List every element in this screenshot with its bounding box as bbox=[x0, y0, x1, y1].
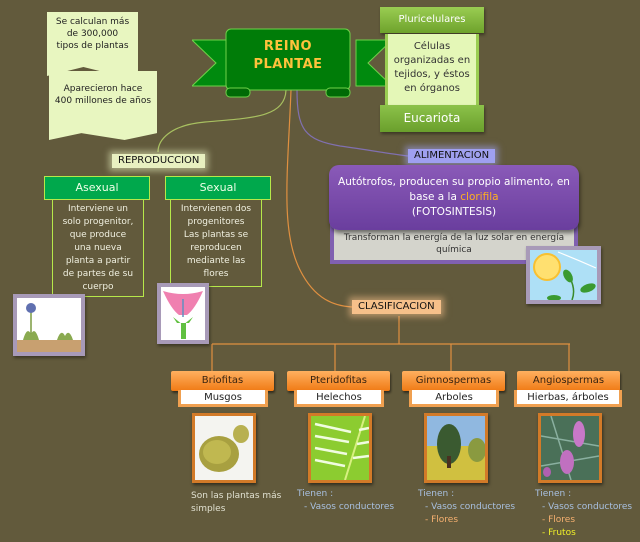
plants-sprouting-image bbox=[13, 294, 85, 356]
flower-cross-section-image bbox=[157, 283, 209, 344]
asexual-line: Interviene un bbox=[68, 204, 128, 214]
note-line: de 300,000 bbox=[66, 29, 119, 39]
cells-line: organizadas en bbox=[393, 55, 471, 66]
briofitas-example: Musgos bbox=[178, 390, 268, 407]
note-line: Se calculan más bbox=[55, 17, 130, 27]
page-title: REINO PLANTAE bbox=[226, 38, 350, 74]
feature-flores: - Flores bbox=[542, 515, 576, 525]
feature-vasos: - Vasos conductores bbox=[425, 502, 516, 512]
sexual-description: Intervienen dos progenitores Las plantas… bbox=[170, 199, 262, 287]
cells-line: en órganos bbox=[404, 83, 460, 94]
briofitas-description: Son las plantas más simples bbox=[191, 490, 301, 516]
angiospermas-example: Hierbas, árboles bbox=[514, 390, 622, 407]
asexual-line: planta a partir bbox=[65, 256, 131, 266]
clasificacion-tree bbox=[211, 316, 570, 371]
pine-cone-image bbox=[538, 413, 602, 483]
feature-vasos: - Vasos conductores bbox=[304, 502, 395, 512]
sexual-line: reproducen bbox=[190, 243, 242, 253]
feature-vasos: - Vasos conductores bbox=[542, 502, 633, 512]
description-line: Son las plantas más bbox=[191, 491, 282, 501]
note-line: 400 millones de años bbox=[54, 96, 152, 106]
asexual-line: una nueva bbox=[74, 243, 122, 253]
sun-and-plant-image bbox=[526, 246, 601, 304]
asexual-line: que produce bbox=[69, 230, 127, 240]
connector-to-alimentacion bbox=[296, 89, 409, 157]
nutrition-summary: Autótrofos, producen su propio alimento,… bbox=[329, 165, 579, 230]
clorofila-highlight: clorifila bbox=[460, 191, 499, 203]
sexual-line: mediante las bbox=[186, 256, 246, 266]
angiospermas-header: Angiospermas bbox=[517, 371, 620, 391]
connector-to-reproduccion bbox=[157, 89, 287, 153]
fern-image bbox=[308, 413, 372, 483]
summary-line: base a la clorifila bbox=[329, 190, 579, 205]
tree-image bbox=[424, 413, 488, 483]
detail-line: química bbox=[436, 245, 472, 255]
description-line: simples bbox=[191, 504, 226, 514]
sexual-header: Sexual bbox=[165, 176, 271, 200]
pluricelulares-header: Pluricelulares bbox=[380, 7, 484, 33]
cells-line: Células bbox=[413, 41, 451, 52]
species-count-note: Se calculan más de 300,000 tipos de plan… bbox=[47, 12, 138, 76]
reproduccion-label: REPRODUCCION bbox=[112, 154, 206, 168]
asexual-line: de partes de su bbox=[62, 269, 134, 279]
title-line: REINO bbox=[263, 39, 313, 54]
briofitas-header: Briofitas bbox=[171, 371, 274, 391]
features-heading: Tienen : bbox=[535, 489, 572, 499]
age-note: Aparecieron hace 400 millones de años bbox=[49, 71, 157, 140]
sexual-line: Intervienen dos bbox=[180, 204, 252, 214]
detail-line: Transforman la energía de la luz solar e… bbox=[343, 233, 565, 243]
cells-description: Células organizadas en tejidos, y éstos … bbox=[385, 34, 479, 106]
sexual-line: Las plantas se bbox=[183, 230, 249, 240]
pteridofitas-example: Helechos bbox=[294, 390, 384, 407]
sexual-line: progenitores bbox=[187, 217, 245, 227]
features-heading: Tienen : bbox=[297, 489, 334, 499]
summary-line: Autótrofos, producen su propio alimento,… bbox=[338, 176, 570, 188]
note-line: tipos de plantas bbox=[56, 41, 129, 51]
gimnospermas-header: Gimnospermas bbox=[402, 371, 505, 391]
title-line: PLANTAE bbox=[253, 57, 323, 72]
alimentacion-label: ALIMENTACION bbox=[408, 149, 496, 163]
summary-text: base a la bbox=[409, 191, 461, 203]
title-banner bbox=[192, 28, 392, 98]
asexual-description: Interviene un solo progenitor, que produ… bbox=[52, 199, 144, 297]
moss-image bbox=[192, 413, 256, 483]
feature-frutos: - Frutos bbox=[542, 528, 576, 538]
angiospermas-features: Tienen : - Vasos conductores - Flores - … bbox=[535, 488, 640, 540]
connector-to-clasificacion bbox=[286, 89, 353, 308]
eucariota-footer: Eucariota bbox=[380, 105, 484, 132]
cells-line: tejidos, y éstos bbox=[394, 69, 470, 80]
note-line: Aparecieron hace bbox=[63, 84, 143, 94]
asexual-line: solo progenitor, bbox=[62, 217, 134, 227]
features-heading: Tienen : bbox=[418, 489, 455, 499]
summary-line: (FOTOSINTESIS) bbox=[411, 206, 497, 218]
pteridofitas-features: Tienen : - Vasos conductores bbox=[297, 488, 407, 514]
clasificacion-label: CLASIFICACION bbox=[352, 300, 441, 314]
sexual-line: flores bbox=[203, 269, 229, 279]
gimnospermas-example: Arboles bbox=[409, 390, 499, 407]
asexual-header: Asexual bbox=[44, 176, 150, 200]
asexual-line: cuerpo bbox=[82, 282, 114, 292]
feature-flores: - Flores bbox=[425, 515, 459, 525]
pteridofitas-header: Pteridofitas bbox=[287, 371, 390, 391]
gimnospermas-features: Tienen : - Vasos conductores - Flores bbox=[418, 488, 528, 527]
